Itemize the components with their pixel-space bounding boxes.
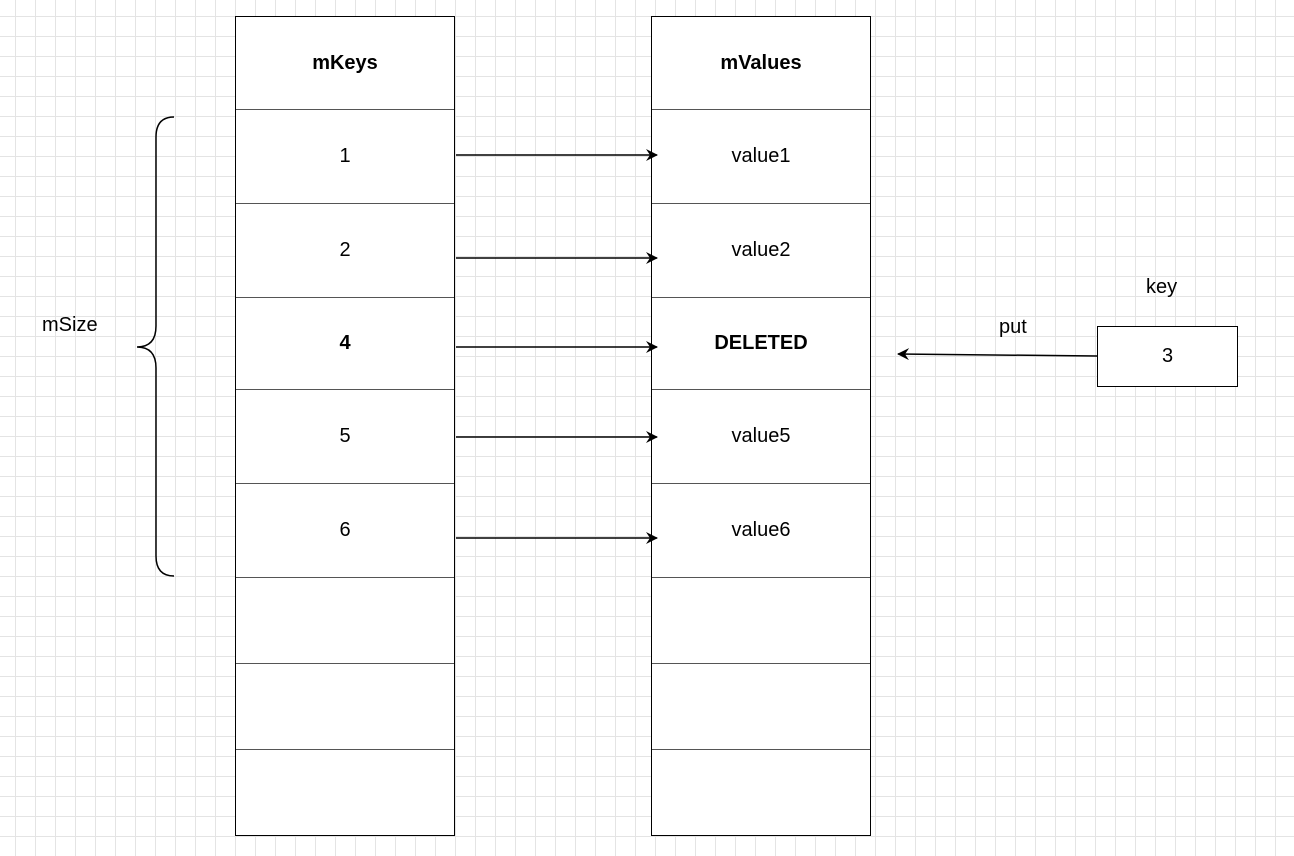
msize-label: mSize xyxy=(42,314,98,336)
value-cell: value1 xyxy=(652,110,870,204)
mkeys-header: mKeys xyxy=(236,17,454,110)
mvalues-header: mValues xyxy=(652,17,870,110)
value-cell: value6 xyxy=(652,484,870,578)
mkeys-column: mKeys 1 2 4 5 6 xyxy=(235,16,455,836)
key-cell-empty xyxy=(236,664,454,750)
value-cell: value2 xyxy=(652,204,870,298)
new-key-box: 3 xyxy=(1097,326,1238,387)
msize-brace xyxy=(136,116,175,577)
key-cell: 6 xyxy=(236,484,454,578)
key-cell-empty xyxy=(236,578,454,664)
value-cell: value5 xyxy=(652,390,870,484)
key-cell: 4 xyxy=(236,298,454,390)
key-label: key xyxy=(1146,276,1178,298)
put-arrow xyxy=(897,348,1098,361)
key-cell: 5 xyxy=(236,390,454,484)
key-cell: 1 xyxy=(236,110,454,204)
put-label: put xyxy=(999,316,1027,338)
value-cell-deleted: DELETED xyxy=(652,298,870,390)
value-cell-empty xyxy=(652,578,870,664)
key-cell: 2 xyxy=(236,204,454,298)
value-cell-empty xyxy=(652,664,870,750)
mvalues-column: mValues value1 value2 DELETED value5 val… xyxy=(651,16,871,836)
